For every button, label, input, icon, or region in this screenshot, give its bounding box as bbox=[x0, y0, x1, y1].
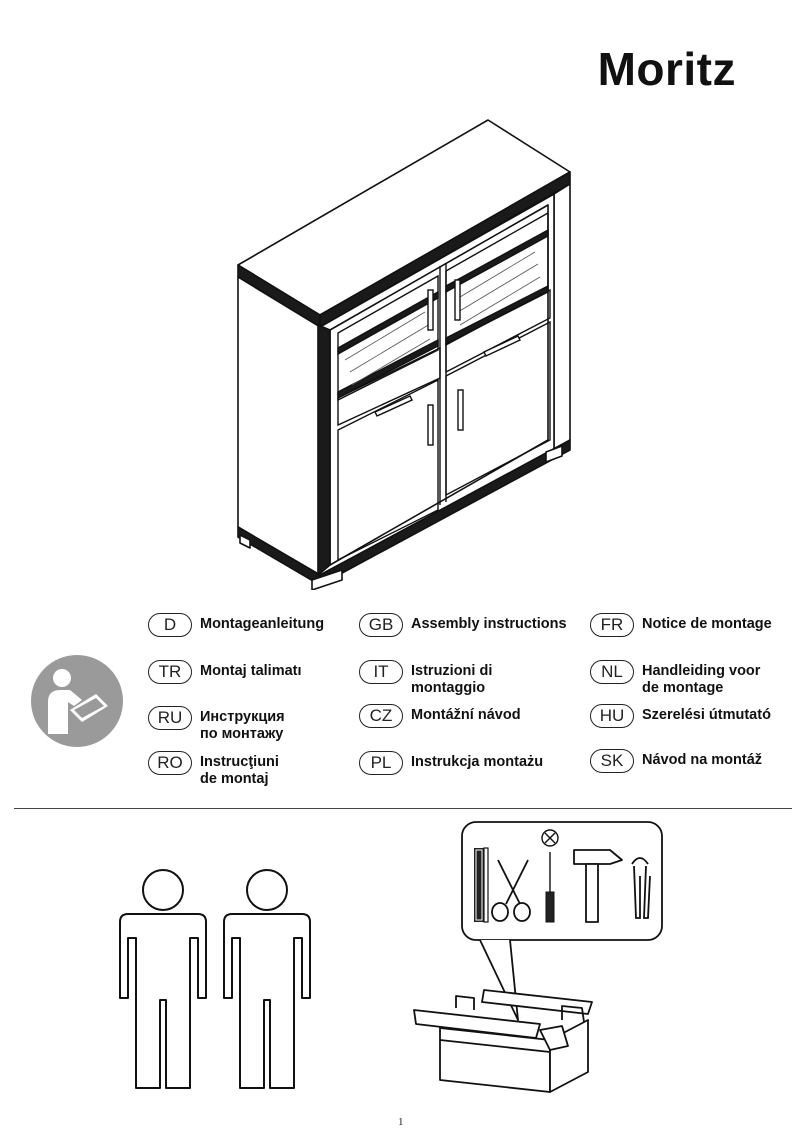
person-icon bbox=[223, 869, 311, 1089]
language-code: RU bbox=[148, 706, 192, 730]
language-code: RO bbox=[148, 751, 192, 775]
page-number: 1 bbox=[398, 1116, 404, 1128]
person-icon bbox=[119, 869, 207, 1089]
language-item-hu: HU Szerelési útmutató bbox=[590, 704, 771, 728]
screwdriver-icon bbox=[545, 852, 555, 923]
cabinet-illustration bbox=[237, 119, 571, 590]
hammer-icon bbox=[573, 849, 623, 923]
language-code: CZ bbox=[359, 704, 403, 728]
language-label: Montážní návod bbox=[411, 707, 521, 723]
toolbox-icon bbox=[413, 989, 593, 1093]
language-item-pl: PL Instrukcja montażu bbox=[359, 751, 543, 775]
language-code: GB bbox=[359, 613, 403, 637]
language-label: Инструкция по монтажу bbox=[200, 709, 285, 742]
language-code: SK bbox=[590, 749, 634, 773]
language-label: Szerelési útmutató bbox=[642, 707, 771, 723]
section-divider bbox=[14, 808, 792, 809]
language-item-gb: GB Assembly instructions bbox=[359, 613, 567, 637]
language-label: Montageanleitung bbox=[200, 616, 325, 632]
language-code: D bbox=[148, 613, 192, 637]
not-allowed-icon bbox=[541, 829, 559, 847]
clamp-icon bbox=[474, 847, 489, 923]
language-item-it: IT Istruzioni di montaggio bbox=[359, 660, 492, 697]
language-label: Handleiding voor de montage bbox=[642, 663, 761, 696]
language-label: Instrucţiuni de montaj bbox=[200, 754, 279, 787]
language-item-nl: NL Handleiding voor de montage bbox=[590, 660, 760, 697]
language-label: Návod na montáž bbox=[642, 752, 763, 768]
language-item-ru: RU Инструкция по монтажу bbox=[148, 706, 285, 743]
language-label: Istruzioni di montaggio bbox=[411, 663, 493, 696]
language-label: Notice de montage bbox=[642, 616, 772, 632]
language-code: TR bbox=[148, 660, 192, 684]
language-code: FR bbox=[590, 613, 634, 637]
language-item-fr: FR Notice de montage bbox=[590, 613, 772, 637]
language-item-ro: RO Instrucţiuni de montaj bbox=[148, 751, 279, 788]
tools-callout bbox=[461, 821, 663, 1021]
manual-reading-icon bbox=[31, 655, 123, 747]
language-item-sk: SK Návod na montáž bbox=[590, 749, 762, 773]
language-item-d: D Montageanleitung bbox=[148, 613, 324, 637]
language-code: PL bbox=[359, 751, 403, 775]
pincers-icon bbox=[631, 857, 651, 919]
page-title: Moritz bbox=[597, 43, 736, 95]
language-code: IT bbox=[359, 660, 403, 684]
language-item-tr: TR Montaj talimatı bbox=[148, 660, 302, 684]
language-label: Montaj talimatı bbox=[200, 663, 302, 679]
scissors-icon bbox=[491, 859, 531, 922]
language-label: Assembly instructions bbox=[411, 616, 567, 632]
language-code: NL bbox=[590, 660, 634, 684]
language-label: Instrukcja montażu bbox=[411, 754, 544, 770]
language-item-cz: CZ Montážní návod bbox=[359, 704, 521, 728]
language-code: HU bbox=[590, 704, 634, 728]
